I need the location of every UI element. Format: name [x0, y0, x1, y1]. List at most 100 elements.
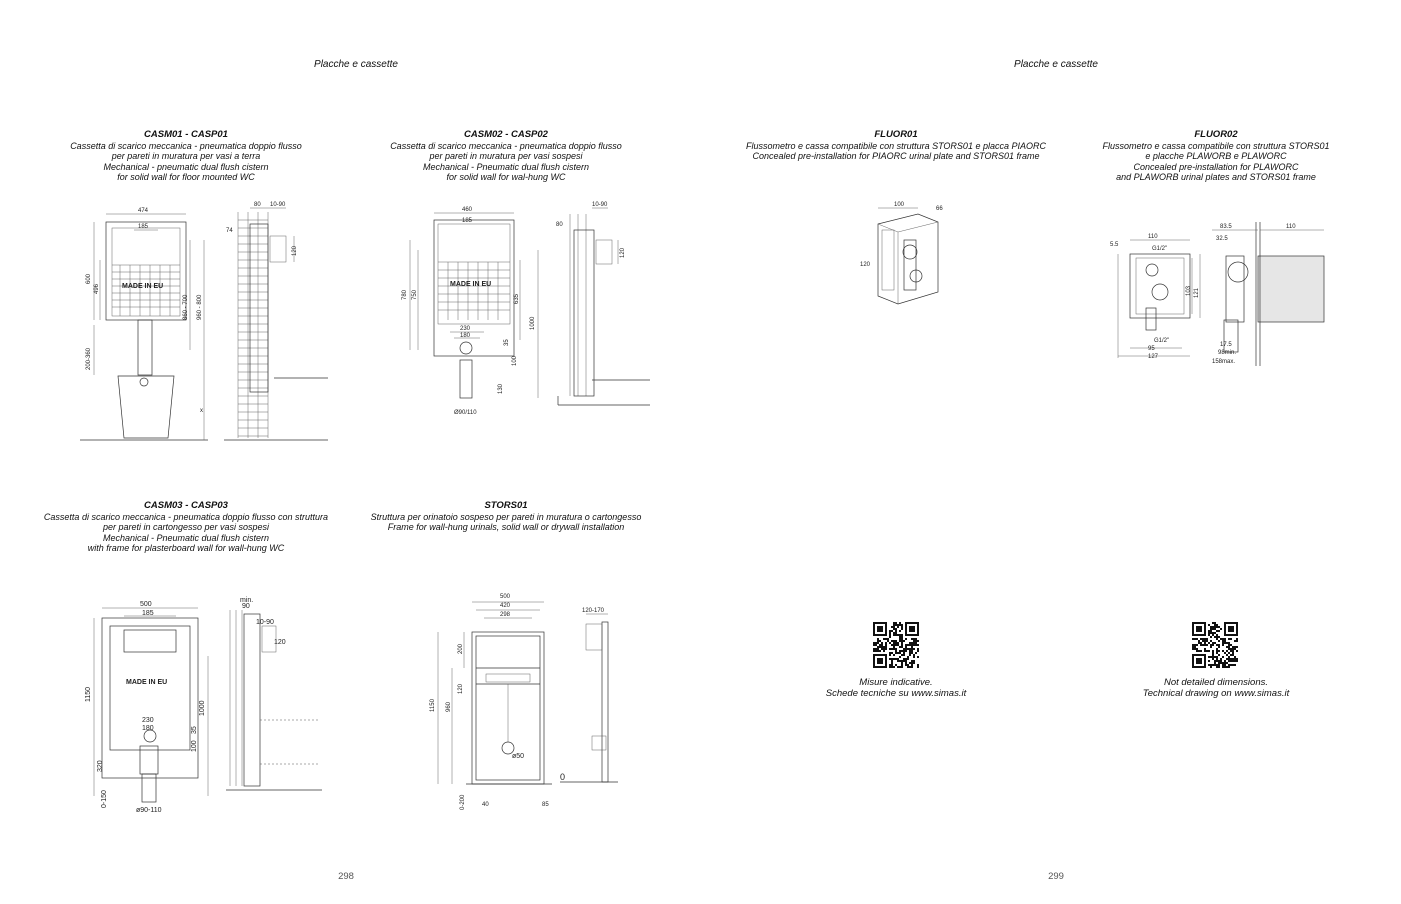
caption-casm02: CASM02 - CASP02 Cassetta di scarico mecc…: [356, 129, 656, 183]
dim-h2: 750: [412, 289, 418, 300]
desc-line: e placche PLAWORB e PLAWORC: [1145, 151, 1287, 161]
note-line: Technical drawing on www.simas.it: [1142, 688, 1290, 699]
dim-s2: 10-90: [270, 202, 286, 208]
dim-b1: 230: [460, 326, 471, 332]
dim-b3: 35: [504, 339, 510, 346]
desc-line: per pareti in muratura per vasi sospesi: [429, 151, 583, 161]
dim-height: 120: [860, 262, 871, 268]
desc-line: Cassetta di scarico meccanica - pneumati…: [43, 511, 329, 522]
dim-d: Ø90/110: [454, 410, 477, 416]
dim-h3: 635: [514, 293, 520, 304]
drawing-casm01-side: 80 10-90 74 120: [224, 202, 328, 441]
dim-zero: 0: [560, 772, 565, 782]
running-header-left: Placche e cassette: [314, 59, 398, 70]
desc-line: Struttura per orinatoio sospeso per pare…: [370, 511, 642, 522]
desc-line: for solid wall for floor mounted WC: [117, 172, 255, 182]
dim-b3: 35: [191, 726, 198, 734]
dim-h1: 200: [458, 643, 464, 654]
brand-mark: MADE IN EU: [126, 679, 167, 686]
dim-h4: 960 - 800: [197, 294, 203, 320]
qr-code-left[interactable]: [873, 622, 919, 668]
dim-m: 98min.: [1218, 350, 1236, 356]
brand-mark: MADE IN EU: [122, 283, 163, 290]
note-line: Schede tecniche su www.simas.it: [825, 688, 967, 699]
dim-l: 17.5: [1220, 342, 1232, 348]
dim-j: 110: [1286, 224, 1296, 230]
desc-line: Cassetta di scarico meccanica - pneumati…: [70, 140, 302, 151]
desc-line: Frame for wall-hung urinals, solid wall …: [387, 522, 625, 532]
dim-b: 5.5: [1110, 242, 1119, 248]
desc-line: Concealed pre-installation for PIAORC ur…: [752, 151, 1040, 161]
dim-b6: 0-150: [101, 790, 108, 808]
dim-depth: 66: [936, 206, 943, 212]
desc-line: and PLAWORB urinal plates and STORS01 fr…: [1116, 172, 1316, 182]
product-code: STORS01: [484, 500, 528, 511]
dim-a: 185: [142, 610, 154, 617]
qr-code-right[interactable]: [1192, 622, 1238, 668]
dim-s0: min.: [240, 597, 253, 604]
dim-h4: 1150: [430, 698, 436, 712]
dim-b2: 180: [460, 333, 471, 339]
drawing-fluor02-front: 110 5.5 G1/2" 103 121 G1/2" 95 127: [1110, 234, 1201, 360]
product-code: FLUOR02: [1194, 129, 1238, 140]
desc-line: Mechanical - Pneumatic dual flush cister…: [422, 161, 590, 172]
dim-h3: 860 - 700: [183, 294, 189, 320]
dim-s2: 10-90: [256, 619, 274, 626]
dim-b3: 85: [542, 802, 549, 808]
page-number-right: 299: [1048, 871, 1064, 882]
dim-b1: 230: [142, 717, 154, 724]
dim-width: 460: [462, 207, 473, 213]
drawing-casm03-front: MADE IN EU 500 185 1150 1000 230 180 35 …: [85, 601, 209, 814]
caption-fluor02: FLUOR02 Flussometro e cassa compatibile …: [1066, 129, 1366, 183]
desc-line: with frame for plasterboard wall for wal…: [87, 543, 285, 553]
dim-g: 95: [1148, 346, 1155, 352]
desc-line: Flussometro e cassa compatibile con stru…: [746, 140, 1046, 151]
dim-width: 500: [140, 601, 152, 608]
dim-f: G1/2": [1154, 338, 1169, 344]
desc-line: Flussometro e cassa compatibile con stru…: [1102, 140, 1330, 151]
dim-b5: 320: [97, 760, 104, 772]
dim-a: 185: [138, 224, 149, 230]
dim-d: 103: [1186, 285, 1192, 296]
dim-s3: 120: [620, 247, 626, 258]
desc-line: Mechanical - Pneumatic dual flush cister…: [102, 532, 270, 543]
dim-s3: 120: [274, 639, 286, 646]
dim-h2: 120: [458, 683, 464, 694]
product-code: CASM01 - CASP01: [144, 129, 228, 140]
dim-d: ø50: [512, 753, 524, 760]
page-number-left: 298: [338, 871, 354, 882]
dim-s1: 120-170: [582, 608, 605, 614]
desc-line: per pareti in cartongesso per vasi sospe…: [102, 522, 270, 532]
note-line: Misure indicative.: [859, 677, 933, 688]
dim-b4: 100: [512, 355, 518, 366]
dim-h5: 200-360: [86, 347, 92, 370]
dim-s1: 90: [242, 603, 250, 610]
drawing-fluor01: 100 66 120: [860, 202, 943, 305]
caption-fluor01: FLUOR01 Flussometro e cassa compatibile …: [716, 129, 1076, 162]
drawing-fluor02-side: 83.5 110 32.5 17.5 98min. 158max.: [1212, 222, 1325, 366]
drawing-casm01-front: MADE IN EU 474 185 600 496 860 - 700 960…: [80, 208, 208, 441]
brand-mark: MADE IN EU: [450, 281, 491, 288]
dim-h2: 496: [94, 283, 100, 294]
dim-e: 121: [1194, 287, 1200, 298]
dim-h1: 780: [402, 289, 408, 300]
dim-s1: 80: [556, 222, 563, 228]
note-right: Not detailed dimensions. Technical drawi…: [1096, 677, 1336, 699]
dim-h1: 1150: [85, 687, 92, 702]
dim-b4: 100: [191, 740, 198, 752]
dim-a: 185: [462, 218, 473, 224]
desc-line: Cassetta di scarico meccanica - pneumati…: [390, 140, 622, 151]
drawing-stors01-side: 120-170 0: [560, 608, 618, 783]
desc-line: per pareti in muratura per vasi a terra: [111, 151, 261, 161]
dim-i: 83.5: [1220, 224, 1232, 230]
desc-line: Mechanical - pneumatic dual flush cister…: [103, 161, 269, 172]
dim-h1: 600: [86, 273, 92, 284]
dim-s1: 80: [254, 202, 261, 208]
dim-w1: 500: [500, 594, 511, 600]
dim-s3: 74: [226, 228, 233, 234]
caption-casm01: CASM01 - CASP01 Cassetta di scarico mecc…: [36, 129, 336, 183]
note-left: Misure indicative. Schede tecniche su ww…: [776, 677, 1016, 699]
dim-w2: 420: [500, 603, 511, 609]
dim-k: 32.5: [1216, 236, 1228, 242]
caption-casm03: CASM03 - CASP03 Cassetta di scarico mecc…: [26, 500, 346, 554]
